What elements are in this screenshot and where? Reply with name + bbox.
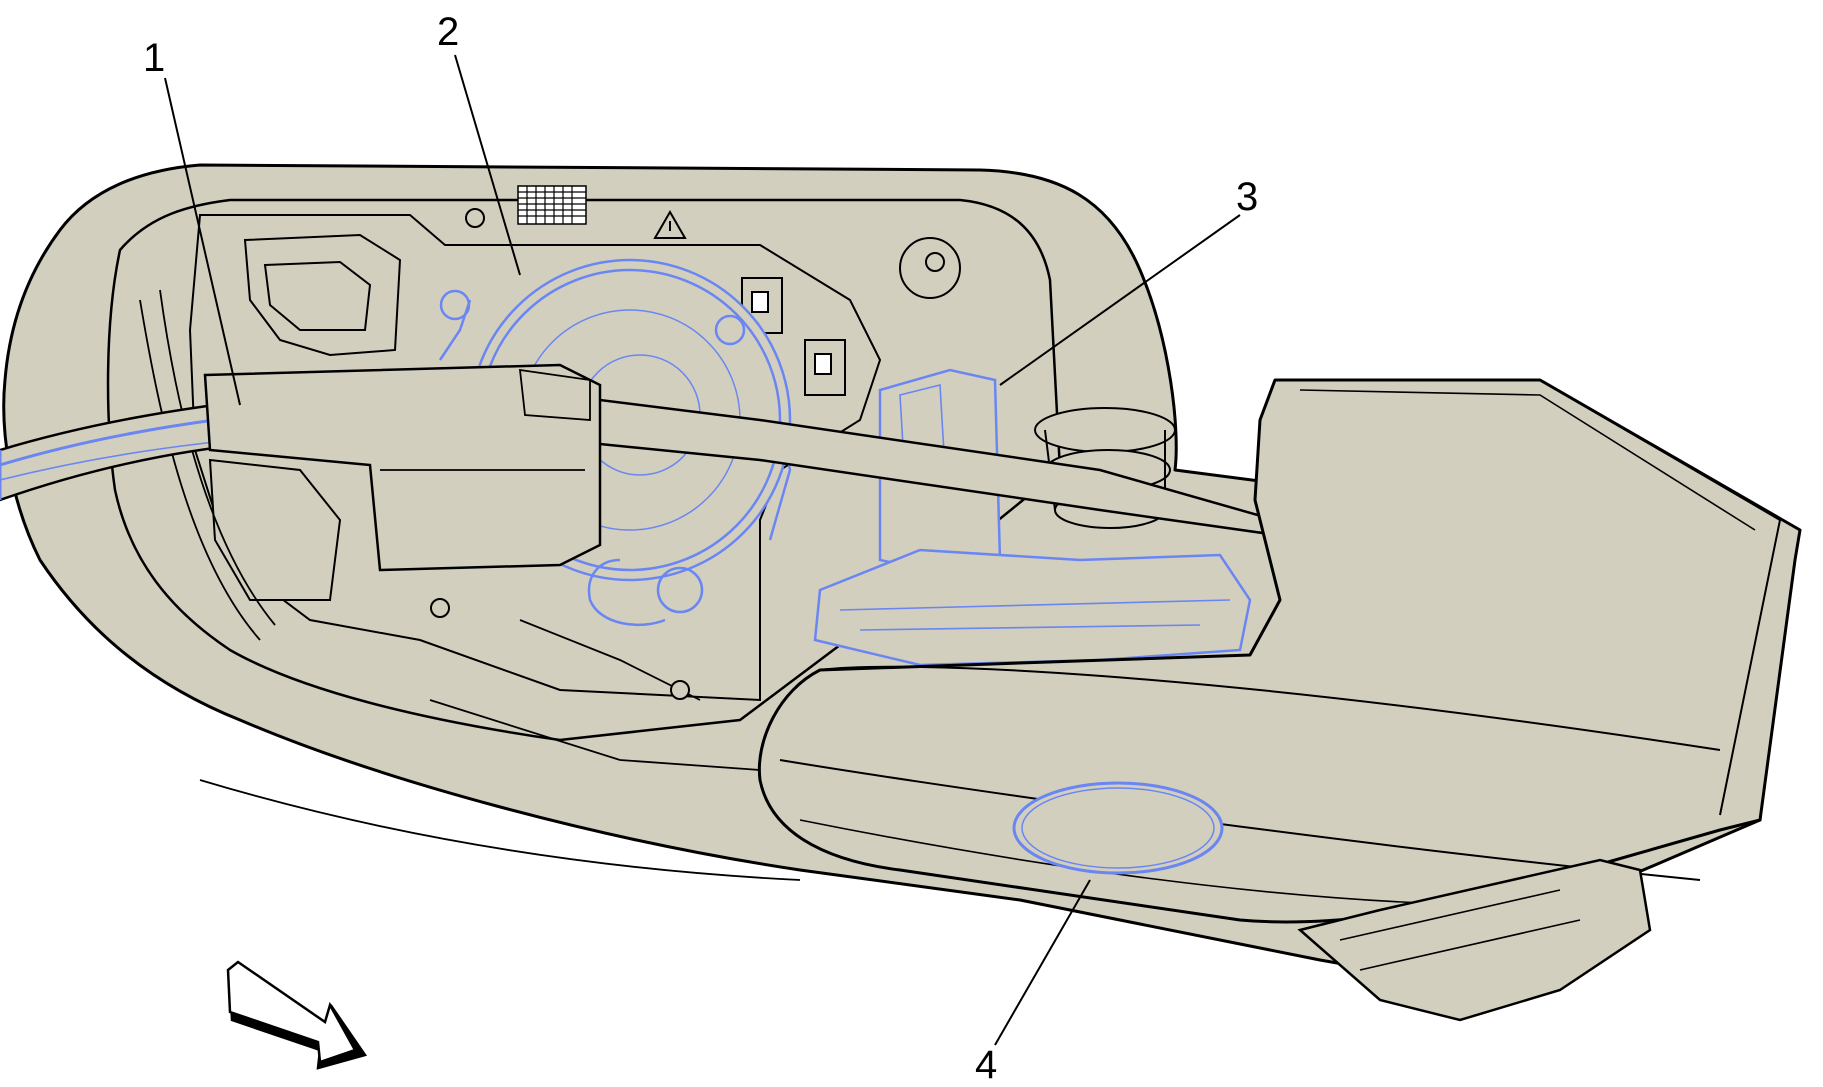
left-bracket — [208, 233, 402, 601]
warning-triangle-icon — [653, 209, 687, 239]
callout-1: 1 — [143, 36, 166, 80]
callout-3: 3 — [1236, 175, 1259, 219]
leader-line-1 — [164, 77, 241, 406]
lamp-housing-block — [203, 363, 602, 572]
puddle-lamp-lens — [1012, 781, 1224, 875]
screw-top-left — [465, 208, 485, 228]
callout-2: 2 — [437, 10, 460, 54]
callout-4: 4 — [975, 1043, 998, 1087]
puddle-lamp-inner — [1021, 787, 1215, 869]
screw-lower — [670, 680, 690, 700]
vent-grille — [517, 185, 587, 225]
screw-top-right — [925, 252, 945, 272]
leader-line-4 — [994, 879, 1091, 1046]
view-direction-arrow-icon — [226, 960, 368, 1070]
frame-detail-lines — [139, 289, 801, 881]
leader-line-2 — [454, 54, 521, 276]
screw-lower-left — [430, 598, 450, 618]
leader-line-3 — [999, 214, 1241, 386]
leader-lines — [164, 54, 1241, 1046]
lower-mount-block — [1297, 858, 1652, 1022]
